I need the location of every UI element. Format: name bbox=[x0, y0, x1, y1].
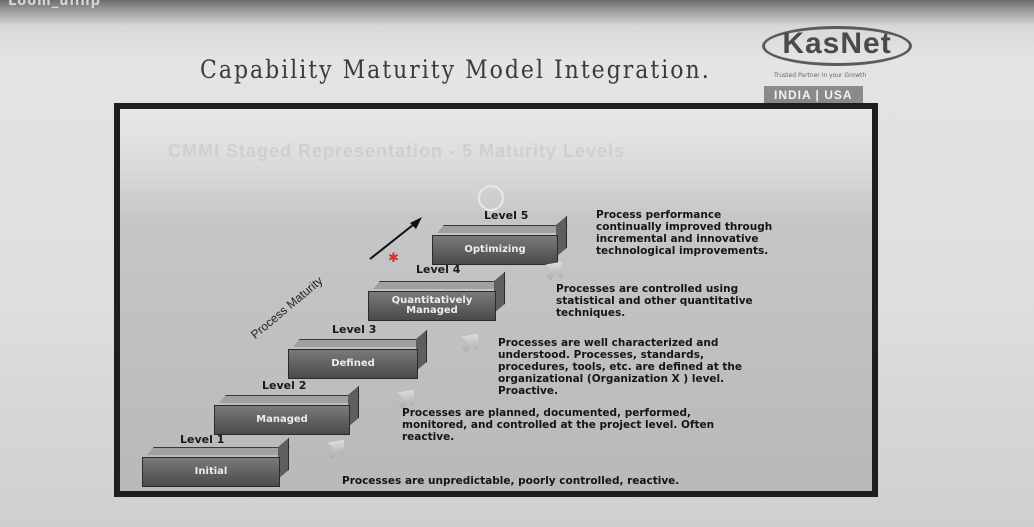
level-1-description: Processes are unpredictable, poorly cont… bbox=[342, 475, 680, 487]
step-level-1: Initial bbox=[142, 437, 312, 487]
step-managed: Managed bbox=[214, 405, 350, 435]
level-1-label: Level 1 bbox=[180, 433, 225, 446]
step-quantitatively-managed: Quantitatively Managed bbox=[368, 291, 496, 321]
logo-region-badge: INDIA | USA bbox=[764, 86, 863, 104]
level-5-label: Level 5 bbox=[484, 209, 529, 222]
slide-frame: CMMI Staged Representation - 5 Maturity … bbox=[114, 103, 878, 497]
step-initial: Initial bbox=[142, 457, 280, 487]
slide-title: Capability Maturity Model Integration. bbox=[200, 56, 711, 85]
maturity-arrow-icon bbox=[369, 217, 422, 260]
level-5-description: Process performance continually improved… bbox=[596, 209, 773, 257]
level-2-description: Processes are planned, documented, perfo… bbox=[402, 407, 715, 443]
level-4-label: Level 4 bbox=[416, 263, 461, 276]
level-2-label: Level 2 bbox=[262, 379, 307, 392]
star-marker-icon: ✱ bbox=[388, 251, 399, 266]
process-maturity-label: Process Maturity bbox=[248, 273, 326, 342]
step-level-2: Managed bbox=[214, 385, 364, 435]
step-level-3: Defined bbox=[288, 329, 438, 379]
corner-caption: Loom_uiinp bbox=[8, 0, 101, 9]
logo-name: KasNet bbox=[782, 27, 892, 60]
company-logo: KasNet Trusted Partner in your Growth IN… bbox=[756, 26, 916, 106]
up-arrow-icon bbox=[322, 433, 353, 464]
step-defined: Defined bbox=[288, 349, 418, 379]
circle-outline-icon bbox=[478, 185, 504, 211]
up-arrow-icon bbox=[456, 327, 487, 358]
step-optimizing: Optimizing bbox=[432, 235, 558, 265]
step-level-4: Quantitatively Managed bbox=[368, 271, 518, 321]
level-4-description: Processes are controlled using statistic… bbox=[556, 283, 753, 319]
step-level-5: Optimizing bbox=[432, 215, 582, 265]
level-3-label: Level 3 bbox=[332, 323, 377, 336]
slide-heading: CMMI Staged Representation - 5 Maturity … bbox=[168, 141, 626, 161]
logo-tagline: Trusted Partner in your Growth bbox=[774, 72, 867, 79]
level-3-description: Processes are well characterized and und… bbox=[498, 337, 742, 397]
logo-oval: KasNet bbox=[762, 26, 912, 66]
